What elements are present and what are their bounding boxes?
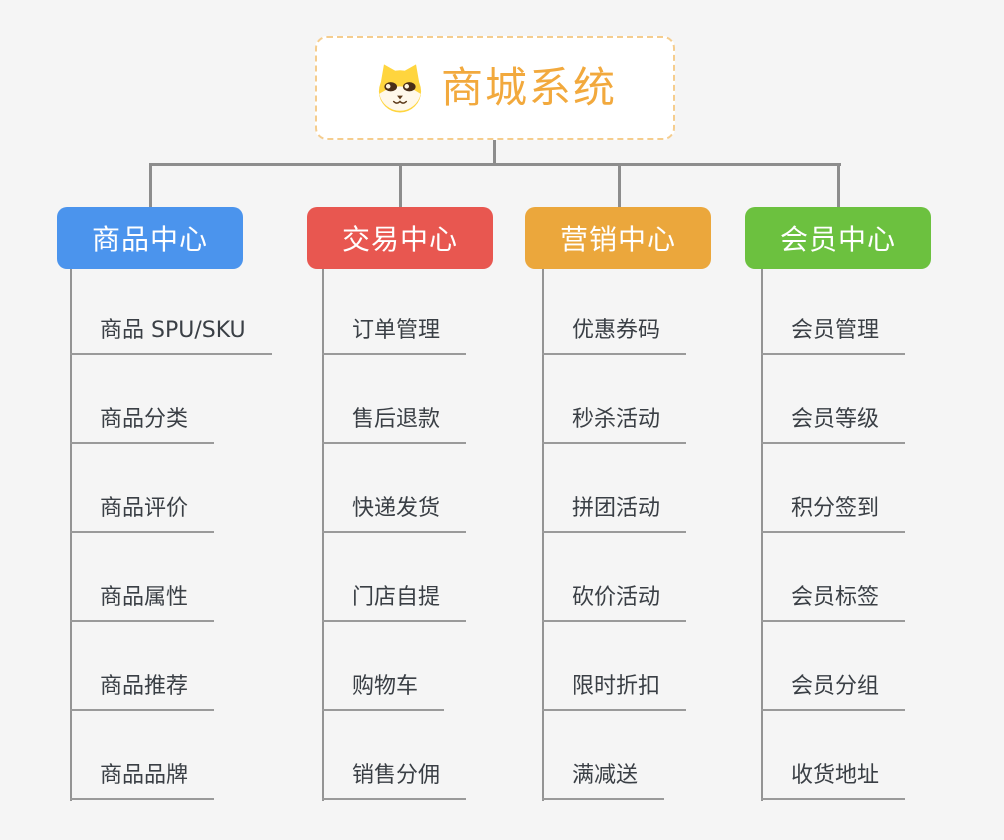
leaf-node[interactable]: 限时折扣 — [542, 672, 687, 711]
leaf-node[interactable]: 满减送 — [542, 761, 665, 800]
leaf-node[interactable]: 会员标签 — [761, 583, 906, 622]
leaf-node[interactable]: 商品属性 — [70, 583, 215, 622]
connector-drop-branch-1 — [399, 166, 402, 208]
leaf-node[interactable]: 快递发货 — [322, 494, 467, 533]
leaf-node[interactable]: 商品推荐 — [70, 672, 215, 711]
leaf-node[interactable]: 积分签到 — [761, 494, 906, 533]
leaf-node[interactable]: 商品分类 — [70, 405, 215, 444]
connector-drop-branch-3 — [837, 166, 840, 208]
branch-node-member-center[interactable]: 会员中心 — [745, 207, 931, 269]
root-node[interactable]: 商城系统 — [315, 36, 675, 140]
leaf-node[interactable]: 售后退款 — [322, 405, 467, 444]
branch-node-marketing-center[interactable]: 营销中心 — [525, 207, 711, 269]
leaf-node[interactable]: 订单管理 — [322, 316, 467, 355]
leaf-node[interactable]: 优惠券码 — [542, 316, 687, 355]
leaf-node[interactable]: 拼团活动 — [542, 494, 687, 533]
connector-drop-branch-2 — [618, 166, 621, 208]
leaf-node[interactable]: 商品品牌 — [70, 761, 215, 800]
leaf-node[interactable]: 商品评价 — [70, 494, 215, 533]
connector-drop-branch-0 — [149, 166, 152, 208]
leaf-node[interactable]: 购物车 — [322, 672, 445, 711]
connector-column-line-3 — [761, 269, 763, 801]
connector-column-line-1 — [322, 269, 324, 801]
connector-horizontal-bus — [149, 163, 841, 166]
branch-node-product-center[interactable]: 商品中心 — [57, 207, 243, 269]
shiba-dog-icon — [373, 61, 427, 115]
leaf-node[interactable]: 会员分组 — [761, 672, 906, 711]
leaf-node[interactable]: 销售分佣 — [322, 761, 467, 800]
leaf-node[interactable]: 秒杀活动 — [542, 405, 687, 444]
connector-column-line-2 — [542, 269, 544, 801]
leaf-node[interactable]: 商品 SPU/SKU — [70, 316, 272, 355]
connector-column-line-0 — [70, 269, 72, 801]
leaf-node[interactable]: 会员等级 — [761, 405, 906, 444]
branch-node-trade-center[interactable]: 交易中心 — [307, 207, 493, 269]
leaf-node[interactable]: 收货地址 — [761, 761, 906, 800]
leaf-node[interactable]: 会员管理 — [761, 316, 906, 355]
root-node-label: 商城系统 — [440, 63, 617, 112]
leaf-node[interactable]: 砍价活动 — [542, 583, 687, 622]
leaf-node[interactable]: 门店自提 — [322, 583, 467, 622]
connector-root-stub — [493, 140, 496, 164]
